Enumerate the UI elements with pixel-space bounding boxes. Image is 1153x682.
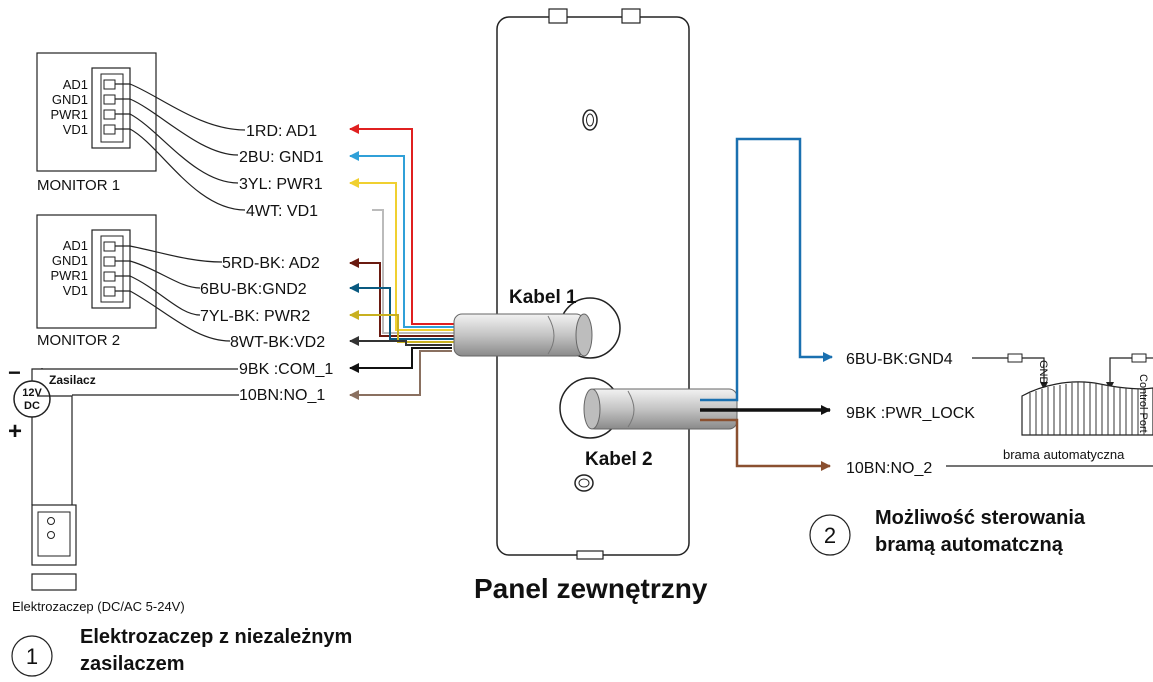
cable2-wires: [700, 137, 833, 471]
wire-label-10bn: 10BN:NO_1: [239, 387, 325, 404]
option2-number: 2: [824, 523, 836, 548]
monitor-1: AD1 GND1 PWR1 VD1 MONITOR 1: [36, 52, 157, 194]
power-voltage-line2: DC: [24, 400, 40, 412]
monitor1-title: MONITOR 1: [37, 177, 120, 194]
monitor-2: AD1 GND1 PWR1 VD1 MONITOR 2: [36, 214, 157, 349]
cable1-wire-labels: 1RD: AD1 2BU: GND1 3YL: PWR1 4WT: VD1 5R…: [200, 123, 333, 404]
gate-label: brama automatyczna: [1003, 447, 1125, 462]
wire-label-6bu-bk: 6BU-BK:GND2: [200, 281, 307, 298]
power-supply-label: Zasilacz: [49, 373, 96, 387]
wire-label-7yl-bk: 7YL-BK: PWR2: [200, 308, 310, 325]
power-supply: 12V DC − + Zasilacz: [8, 360, 239, 505]
monitor1-pin-ad1: AD1: [63, 77, 88, 92]
monitor2-pin-ad1: AD1: [63, 238, 88, 253]
cable2-wire-labels: 6BU-BK:GND4 9BK :PWR_LOCK 10BN:NO_2: [846, 351, 975, 477]
lock-label: Elektrozaczep (DC/AC 5-24V): [12, 599, 185, 614]
option1-line1: Elektrozaczep z niezależnym: [80, 626, 352, 648]
monitor2-pin-pwr1: PWR1: [50, 268, 88, 283]
option2-line1: Możliwość sterowania: [875, 507, 1086, 529]
option-1-note: 1 Elektrozaczep z niezależnym zasilaczem: [11, 626, 352, 677]
cable2: Kabel 2: [559, 377, 738, 470]
monitor1-pin-pwr1: PWR1: [50, 107, 88, 122]
automatic-gate: GND Control Port brama automatyczna: [946, 353, 1153, 467]
power-minus: −: [8, 360, 21, 385]
monitor2-pin-vd1: VD1: [63, 283, 88, 298]
monitor2-title: MONITOR 2: [37, 332, 120, 349]
wire-label-9bk-pwr-lock: 9BK :PWR_LOCK: [846, 405, 975, 422]
cable1-label: Kabel 1: [509, 287, 577, 308]
electric-lock: Elektrozaczep (DC/AC 5-24V): [12, 504, 185, 614]
wire-label-8wt-bk: 8WT-BK:VD2: [230, 334, 325, 351]
gate-gnd-label: GND: [1037, 360, 1049, 385]
wire-label-4wt: 4WT: VD1: [246, 203, 318, 220]
option2-line2: bramą automatczną: [875, 534, 1064, 556]
wire-label-1rd: 1RD: AD1: [246, 123, 317, 140]
option-2-note: 2 Możliwość sterowania bramą automatczną: [809, 507, 1086, 556]
wire-label-2bu: 2BU: GND1: [239, 149, 324, 166]
outdoor-panel: [496, 8, 690, 560]
power-voltage-line1: 12V: [22, 387, 42, 399]
wire-label-9bk: 9BK :COM_1: [239, 361, 333, 378]
monitor2-pin-gnd1: GND1: [52, 253, 88, 268]
wire-label-3yl: 3YL: PWR1: [239, 176, 323, 193]
power-plus: +: [8, 418, 22, 445]
cable1: Kabel 1: [453, 287, 621, 359]
monitor-leader-lines: [115, 83, 246, 342]
monitor1-pin-gnd1: GND1: [52, 92, 88, 107]
wire-label-6bu-bk-gnd4: 6BU-BK:GND4: [846, 351, 953, 368]
option1-number: 1: [26, 644, 38, 669]
wire-label-5rd-bk: 5RD-BK: AD2: [222, 255, 320, 272]
cable1-wires: [349, 124, 460, 400]
option1-line2: zasilaczem: [80, 653, 185, 675]
monitor1-pin-vd1: VD1: [63, 122, 88, 137]
panel-title: Panel zewnętrzny: [474, 573, 708, 604]
cable2-label: Kabel 2: [585, 449, 653, 470]
gate-control-port-label: Control Port: [1137, 374, 1149, 433]
wire-label-10bn-no2: 10BN:NO_2: [846, 460, 932, 477]
